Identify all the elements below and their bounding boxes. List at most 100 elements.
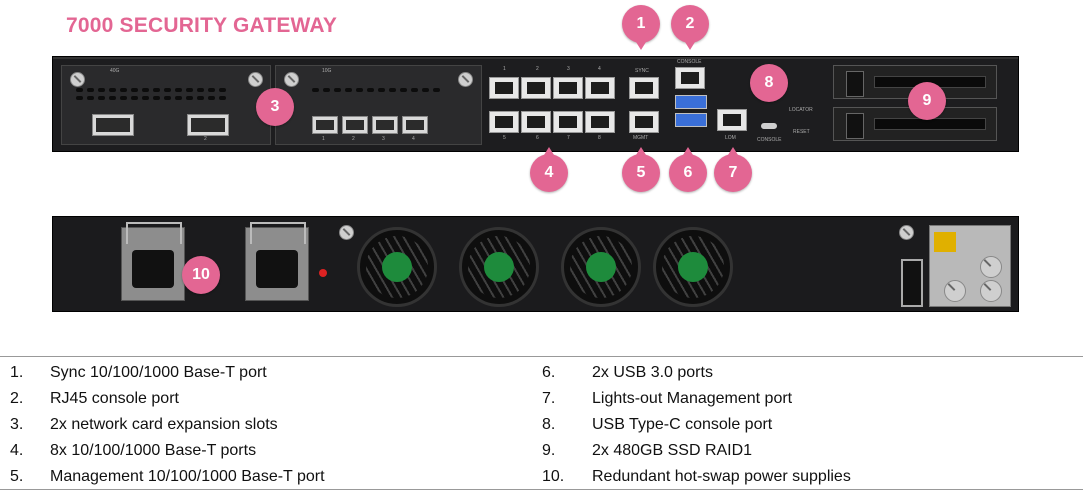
rj45-port [585,111,615,133]
vent-grid [76,88,226,100]
fan [459,227,539,307]
callout-6: 6 [669,147,707,192]
legend-number: 6. [542,364,556,381]
psu-handle [250,222,306,244]
legend-number: 4. [10,442,24,459]
legend-number: 2. [10,390,24,407]
sfp-port [342,116,368,134]
psu-handle [126,222,182,244]
port-number: 2 [204,136,207,142]
power-supply-1 [121,222,185,301]
power-switch [901,259,923,307]
port-number: 3 [567,66,570,72]
fan [653,227,733,307]
sfp-number: 2 [352,136,355,142]
callout-7: 7 [714,147,752,192]
power-inlet [132,250,174,288]
sfp-number: 3 [382,136,385,142]
screw-icon [70,72,85,87]
usbc-port [761,123,777,129]
callout-5: 5 [622,147,660,192]
callout-1: 1 [622,5,660,50]
reset-label: RESET [793,129,810,135]
screw-icon [248,72,263,87]
sfp-number: 1 [322,136,325,142]
mgmt-label: MGMT [633,135,649,141]
callout-9: 9 [908,82,946,120]
rj45-port [489,111,519,133]
screw-icon [339,225,354,240]
legend-table: 1. Sync 10/100/1000 Base-T port 6. 2x US… [0,356,1083,490]
legend-text: USB Type-C console port [592,416,773,433]
callout-3: 3 [256,88,294,126]
legend-number: 10. [542,468,565,485]
rj45-port [489,77,519,99]
power-supply-2 [245,222,309,301]
rj45-port [521,77,551,99]
legend-row: 1. Sync 10/100/1000 Base-T port 6. 2x US… [0,359,1083,385]
front-panel: 40G 2 10G 1 2 3 4 1 2 3 4 5 6 7 8 S [52,56,1019,152]
diagram-title: 7000 SECURITY GATEWAY [66,14,338,37]
legend-number: 5. [10,468,24,485]
sync-label: SYNC [635,68,649,74]
qsfp-port [187,114,229,136]
mgmt-port [629,111,659,133]
rj45-port [585,77,615,99]
lom-port [717,109,747,131]
ssd-handle [846,71,864,97]
screw-icon [944,280,966,302]
port-number: 4 [598,66,601,72]
legend-text: RJ45 console port [50,390,179,407]
legend-number: 7. [542,390,556,407]
legend-text: 8x 10/100/1000 Base-T ports [50,442,257,459]
sfp-port [312,116,338,134]
port-number: 6 [536,135,539,141]
vent-grid [312,88,440,92]
port-number: 2 [536,66,539,72]
legend-number: 8. [542,416,556,433]
ground-panel [929,225,1011,307]
legend-text: 2x 480GB SSD RAID1 [592,442,753,459]
port-number: 5 [503,135,506,141]
power-inlet [256,250,298,288]
screw-icon [899,225,914,240]
legend-text: Redundant hot-swap power supplies [592,468,851,485]
rj45-port [553,77,583,99]
legend-number: 3. [10,416,24,433]
rj45-port [521,111,551,133]
legend-row: 4. 8x 10/100/1000 Base-T ports 9. 2x 480… [0,437,1083,463]
sync-port [629,77,659,99]
legend-text: Management 10/100/1000 Base-T port [50,468,325,485]
screw-icon [458,72,473,87]
usb-port [675,95,707,109]
usb-port [675,113,707,127]
port-number: 8 [598,135,601,141]
legend-text: 2x network card expansion slots [50,416,278,433]
legend-text: 2x USB 3.0 ports [592,364,713,381]
fan [561,227,641,307]
callout-8: 8 [750,64,788,102]
sfp-number: 4 [412,136,415,142]
legend-row: 5. Management 10/100/1000 Base-T port 10… [0,463,1083,490]
legend-row: 2. RJ45 console port 7. Lights-out Manag… [0,385,1083,411]
rj45-port [553,111,583,133]
fan [357,227,437,307]
locator-label: LOCATOR [789,107,813,113]
callout-2: 2 [671,5,709,50]
bay-label: 40G [110,68,120,74]
screw-icon [284,72,299,87]
legend-text: Lights-out Management port [592,390,793,407]
qsfp-port [92,114,134,136]
port-number: 7 [567,135,570,141]
legend-number: 1. [10,364,24,381]
led-indicator [319,269,327,277]
callout-4: 4 [530,147,568,192]
bay-label: 10G [322,68,332,74]
screw-icon [980,280,1002,302]
legend-row: 3. 2x network card expansion slots 8. US… [0,411,1083,437]
sfp-port [372,116,398,134]
warning-icon [934,232,956,252]
port-number: 1 [503,66,506,72]
console-label: CONSOLE [677,59,702,65]
screw-icon [980,256,1002,278]
